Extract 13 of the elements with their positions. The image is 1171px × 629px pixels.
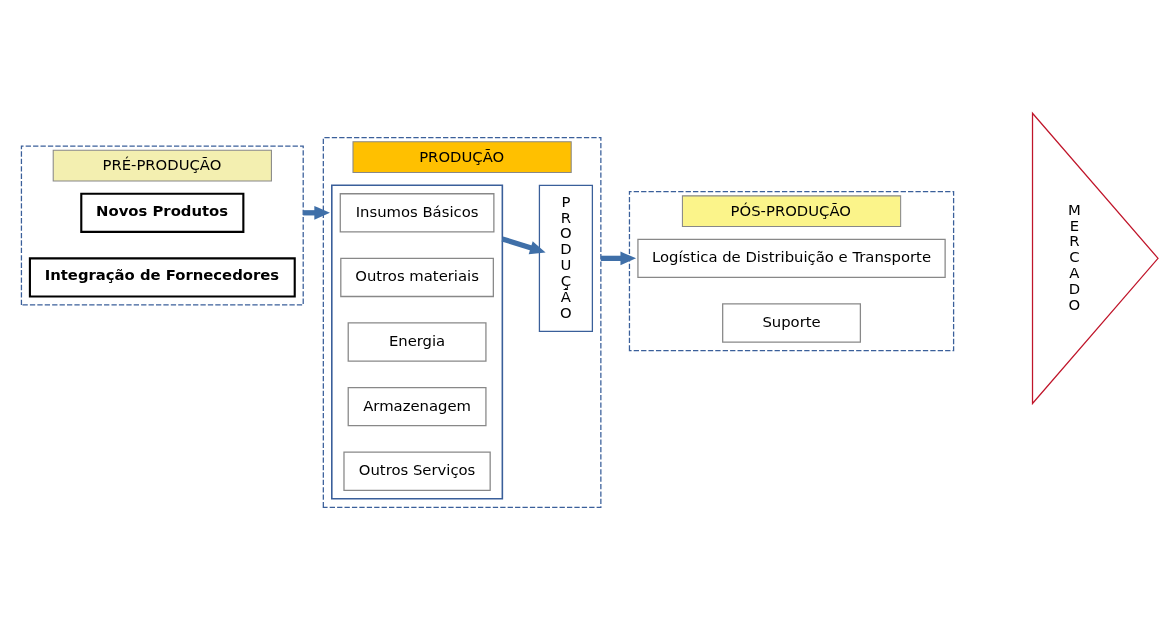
node-box: Armazenagem: [347, 386, 487, 427]
node-box: Novos Produtos: [80, 192, 245, 233]
cluster: [331, 184, 504, 500]
node-box: Outros Serviços: [343, 451, 491, 491]
node-box: Energia: [347, 322, 487, 362]
node-box: Insumos Básicos: [339, 193, 495, 233]
node-box: P R O D U Ç Ã O: [538, 184, 594, 333]
node-box: Logística de Distribuição e Transporte: [637, 238, 946, 279]
node-box: Outros materiais: [340, 257, 494, 298]
node-box: Suporte: [722, 303, 861, 343]
arrow: [501, 236, 546, 255]
arrow: [600, 251, 637, 266]
node-box: Integração de Fornecedores: [28, 257, 296, 298]
